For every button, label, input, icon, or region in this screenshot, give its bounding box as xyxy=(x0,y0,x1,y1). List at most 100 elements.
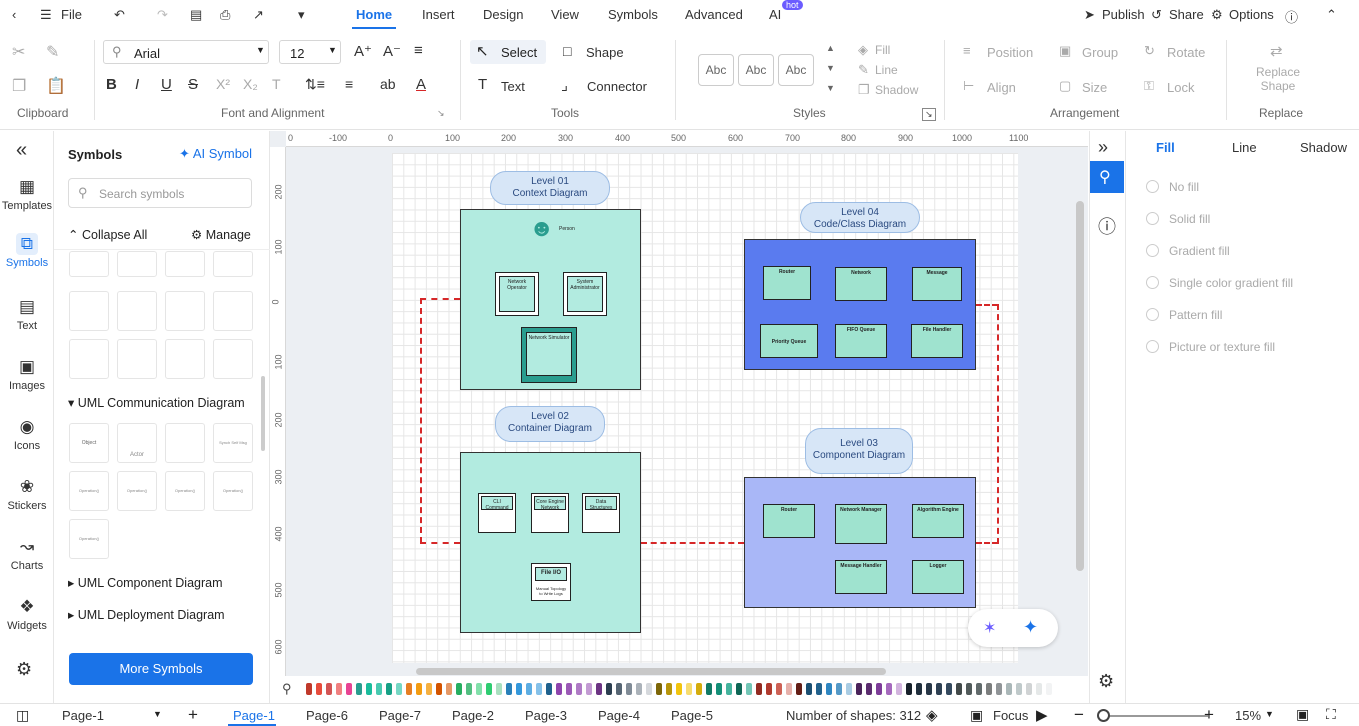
fit-page-icon[interactable]: ▣ xyxy=(1296,706,1310,722)
color-swatch[interactable] xyxy=(506,683,512,695)
color-swatch[interactable] xyxy=(886,683,892,695)
color-swatch[interactable] xyxy=(556,683,562,695)
color-swatch[interactable] xyxy=(606,683,612,695)
color-swatch[interactable] xyxy=(356,683,362,695)
color-swatch[interactable] xyxy=(336,683,342,695)
color-swatch[interactable] xyxy=(1006,683,1012,695)
zoom-in-icon[interactable]: + xyxy=(1204,705,1214,724)
symbol-actor[interactable]: Actor xyxy=(117,423,157,463)
logger-component[interactable]: Logger xyxy=(912,560,964,594)
copy-icon[interactable]: ❐ xyxy=(12,78,27,95)
color-swatch[interactable] xyxy=(676,683,682,695)
color-swatch[interactable] xyxy=(406,683,412,695)
collapse-panel-icon[interactable]: « xyxy=(16,139,28,161)
align-button[interactable]: Align xyxy=(987,80,1016,95)
sparkle-icon[interactable]: ✦ xyxy=(1023,617,1039,637)
redo-icon[interactable]: ↷ xyxy=(157,7,168,22)
play-icon[interactable]: ▶ xyxy=(1036,707,1048,724)
color-swatch[interactable] xyxy=(436,683,442,695)
color-swatch[interactable] xyxy=(456,683,462,695)
color-swatch[interactable] xyxy=(526,683,532,695)
color-swatch[interactable] xyxy=(826,683,832,695)
chevron-down-icon[interactable]: ▼ xyxy=(1265,709,1274,719)
back-icon[interactable]: ‹ xyxy=(12,7,17,22)
color-swatch[interactable] xyxy=(756,683,762,695)
underline-icon[interactable]: U xyxy=(161,76,172,93)
fifo-queue-class[interactable]: FIFO Queue xyxy=(835,324,887,358)
shape-tool[interactable]: Shape xyxy=(586,45,624,60)
color-swatch[interactable] xyxy=(766,683,772,695)
color-swatch[interactable] xyxy=(616,683,622,695)
color-swatch[interactable] xyxy=(746,683,752,695)
options-button[interactable]: Options xyxy=(1229,7,1274,22)
settings-icon[interactable]: ⚙ xyxy=(1098,671,1115,691)
level1-frame[interactable]: ☻ Person Network Operator System Adminis… xyxy=(460,209,641,390)
color-swatch[interactable] xyxy=(536,683,542,695)
nav-icons[interactable]: ◉Icons xyxy=(0,416,54,452)
symbol-operation[interactable]: Operation() xyxy=(69,519,109,559)
shadow-button[interactable]: Shadow xyxy=(875,83,919,97)
color-swatch[interactable] xyxy=(366,683,372,695)
canvas-area[interactable]: 0 -100 0 100 200 300 400 500 600 700 800… xyxy=(270,131,1088,676)
fill-button[interactable]: Fill xyxy=(875,43,891,57)
color-swatch[interactable] xyxy=(736,683,742,695)
page-tab-7[interactable]: Page-7 xyxy=(379,708,421,723)
color-swatch[interactable] xyxy=(876,683,882,695)
subscript-icon[interactable]: X₂ xyxy=(243,76,258,92)
decrease-font-icon[interactable]: A⁻ xyxy=(383,43,401,60)
fill-bucket-icon[interactable]: ⚲ xyxy=(282,681,292,696)
message-class[interactable]: Message xyxy=(912,267,962,301)
tab-ai[interactable]: AI xyxy=(769,7,782,22)
list-icon[interactable]: ≡ xyxy=(345,76,354,92)
nav-templates[interactable]: ▦Templates xyxy=(0,176,54,212)
color-swatch[interactable] xyxy=(706,683,712,695)
lock-icon[interactable]: ⚿ xyxy=(1144,78,1154,93)
style-sample-1[interactable]: Abc xyxy=(698,54,734,86)
symbol-item[interactable] xyxy=(117,291,157,331)
color-swatch[interactable] xyxy=(596,683,602,695)
fill-icon[interactable]: ◈ xyxy=(858,42,868,57)
color-swatch[interactable] xyxy=(816,683,822,695)
color-swatch[interactable] xyxy=(1036,683,1042,695)
style-sample-2[interactable]: Abc xyxy=(738,54,774,86)
paste-icon[interactable]: 📋 xyxy=(46,78,66,95)
color-swatch[interactable] xyxy=(836,683,842,695)
color-swatch[interactable] xyxy=(546,683,552,695)
color-swatch[interactable] xyxy=(996,683,1002,695)
line-button[interactable]: Line xyxy=(875,63,898,77)
gradient-fill-option[interactable]: Gradient fill xyxy=(1146,244,1230,258)
text-style-icon[interactable]: ab xyxy=(380,76,396,92)
replace-shape-button[interactable]: Replace Shape xyxy=(1255,65,1301,93)
color-swatch[interactable] xyxy=(926,683,932,695)
color-swatch[interactable] xyxy=(976,683,982,695)
file-handler-class[interactable]: File Handler xyxy=(911,324,963,358)
symbol-item[interactable] xyxy=(213,291,253,331)
color-swatch[interactable] xyxy=(946,683,952,695)
uml-communication-header[interactable]: ▾ UML Communication Diagram xyxy=(68,395,245,410)
symbol-object[interactable]: Object xyxy=(69,423,109,463)
group-button[interactable]: Group xyxy=(1082,45,1119,60)
symbol-item[interactable] xyxy=(117,339,157,379)
horizontal-scrollbar[interactable] xyxy=(416,668,886,675)
page-tab-6[interactable]: Page-6 xyxy=(306,708,348,723)
nav-stickers[interactable]: ❀Stickers xyxy=(0,476,54,512)
tab-home[interactable]: Home xyxy=(356,7,393,22)
priority-queue-class[interactable]: Priority Queue xyxy=(760,324,818,358)
color-swatch[interactable] xyxy=(496,683,502,695)
tab-symbols[interactable]: Symbols xyxy=(608,7,658,22)
symbol-item[interactable] xyxy=(69,339,109,379)
core-engine-container[interactable]: Core Engine Network Simulation xyxy=(531,493,569,533)
color-swatch[interactable] xyxy=(316,683,322,695)
color-swatch[interactable] xyxy=(1016,683,1022,695)
help-icon[interactable]: ⓘ xyxy=(1098,217,1116,237)
menu-icon[interactable]: ☰ xyxy=(40,7,52,22)
color-swatch[interactable] xyxy=(426,683,432,695)
size-button[interactable]: Size xyxy=(1082,80,1108,95)
color-swatch[interactable] xyxy=(666,683,672,695)
layers-icon[interactable]: ◈ xyxy=(926,707,938,724)
level2-title[interactable]: Level 02 Container Diagram xyxy=(495,406,605,442)
scroll-up-icon[interactable]: ▲ xyxy=(826,43,835,53)
panel-scrollbar[interactable] xyxy=(261,376,265,451)
save-icon[interactable]: ▤ xyxy=(190,7,203,22)
color-swatch[interactable] xyxy=(726,683,732,695)
